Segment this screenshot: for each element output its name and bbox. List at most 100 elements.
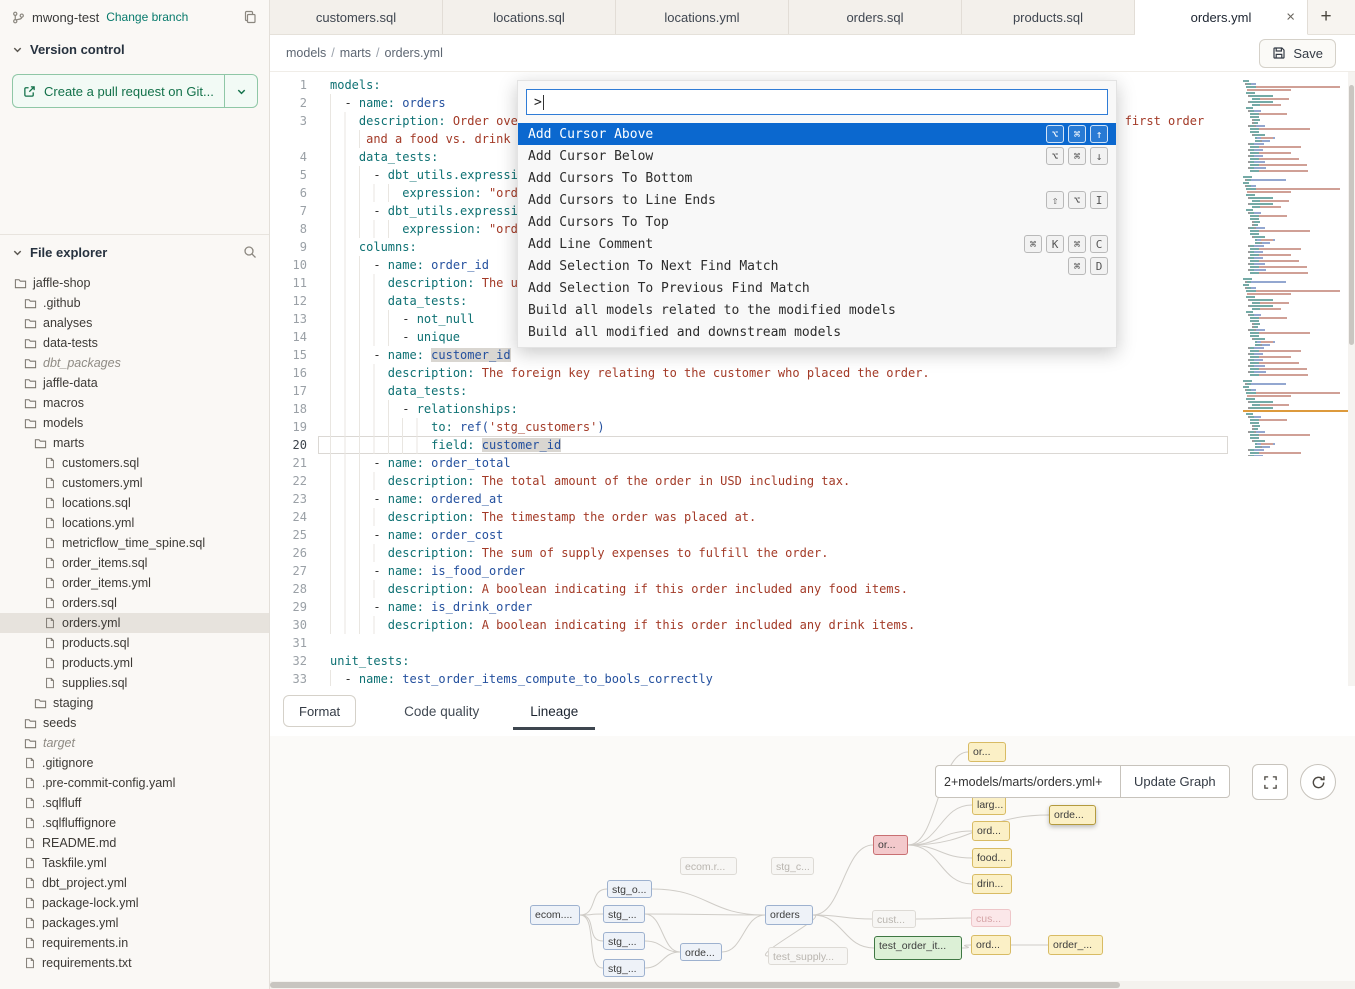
tree-folder-jaffle-data[interactable]: jaffle-data: [0, 373, 269, 393]
lineage-node[interactable]: stg_c...: [771, 857, 814, 875]
tab-products.sql[interactable]: products.sql: [962, 0, 1135, 34]
palette-item[interactable]: Add Cursors To Bottom: [518, 167, 1116, 189]
save-button[interactable]: Save: [1259, 38, 1336, 68]
tree-file-order_items.yml[interactable]: order_items.yml: [0, 573, 269, 593]
tree-file-orders.sql[interactable]: orders.sql: [0, 593, 269, 613]
palette-item[interactable]: Add Cursors To Top: [518, 211, 1116, 233]
lineage-node[interactable]: cust...: [872, 910, 916, 928]
breadcrumb-marts[interactable]: marts: [339, 46, 372, 60]
lineage-search-input[interactable]: [935, 765, 1120, 798]
palette-item[interactable]: Add Cursor Above⌥⌘↑: [518, 123, 1116, 145]
lineage-node[interactable]: test_supply...: [768, 947, 848, 965]
lineage-node[interactable]: drin...: [972, 874, 1012, 894]
tree-file-customers.sql[interactable]: customers.sql: [0, 453, 269, 473]
palette-item[interactable]: Add Cursor Below⌥⌘↓: [518, 145, 1116, 167]
palette-item[interactable]: Add Cursors to Line Ends⇧⌥I: [518, 189, 1116, 211]
tree-folder-jaffle-shop[interactable]: jaffle-shop: [0, 273, 269, 293]
tree-file-locations.sql[interactable]: locations.sql: [0, 493, 269, 513]
lineage-node[interactable]: stg_...: [603, 959, 645, 977]
lineage-node[interactable]: ord...: [971, 935, 1011, 955]
panel-tab-code-quality[interactable]: Code quality: [404, 703, 480, 719]
code-line-29[interactable]: 29- name: is_drink_order: [270, 598, 1228, 616]
code-line-10[interactable]: 10- name: order_id: [270, 256, 1228, 274]
change-branch-link[interactable]: Change branch: [106, 10, 189, 24]
tree-file-packages.yml[interactable]: packages.yml: [0, 913, 269, 933]
tree-file-requirements.in[interactable]: requirements.in: [0, 933, 269, 953]
lineage-node[interactable]: stg_...: [603, 905, 645, 923]
tree-folder-macros[interactable]: macros: [0, 393, 269, 413]
code-line-18[interactable]: 18- relationships:: [270, 400, 1228, 418]
palette-item[interactable]: Add Line Comment⌘K⌘C: [518, 233, 1116, 255]
palette-item[interactable]: Add Selection To Next Find Match⌘D: [518, 255, 1116, 277]
code-line-25[interactable]: 25- name: order_cost: [270, 526, 1228, 544]
code-line-33[interactable]: 33- name: test_order_items_compute_to_bo…: [270, 670, 1228, 686]
tree-folder-analyses[interactable]: analyses: [0, 313, 269, 333]
close-icon[interactable]: ×: [1286, 8, 1295, 26]
tree-folder-target[interactable]: target: [0, 733, 269, 753]
scrollbar-thumb[interactable]: [270, 982, 1120, 988]
new-tab-button[interactable]: +: [1320, 6, 1332, 27]
lineage-node[interactable]: orde...: [1049, 805, 1096, 825]
tree-file-products.sql[interactable]: products.sql: [0, 633, 269, 653]
create-pr-button[interactable]: Create a pull request on Git...: [12, 74, 224, 108]
tree-file-supplies.sql[interactable]: supplies.sql: [0, 673, 269, 693]
tree-file-metricflow_time_spine.sql[interactable]: metricflow_time_spine.sql: [0, 533, 269, 553]
search-icon[interactable]: [243, 245, 257, 259]
lineage-node[interactable]: or...: [873, 835, 908, 855]
tab-orders.yml[interactable]: orders.yml×: [1135, 0, 1308, 35]
version-control-header[interactable]: Version control: [0, 32, 269, 66]
lineage-node[interactable]: larg...: [972, 795, 1006, 815]
tree-folder-seeds[interactable]: seeds: [0, 713, 269, 733]
code-line-31[interactable]: 31: [270, 634, 1228, 652]
tree-file-order_items.sql[interactable]: order_items.sql: [0, 553, 269, 573]
lineage-node[interactable]: or...: [968, 742, 1006, 762]
tree-file-.sqlfluffignore[interactable]: .sqlfluffignore: [0, 813, 269, 833]
tree-file-locations.yml[interactable]: locations.yml: [0, 513, 269, 533]
code-line-13[interactable]: 13- not_null: [270, 310, 1228, 328]
tree-file-products.yml[interactable]: products.yml: [0, 653, 269, 673]
minimap[interactable]: [1243, 80, 1348, 456]
tree-file-.gitignore[interactable]: .gitignore: [0, 753, 269, 773]
code-line-23[interactable]: 23- name: ordered_at: [270, 490, 1228, 508]
tree-folder-models[interactable]: models: [0, 413, 269, 433]
tree-folder-marts[interactable]: marts: [0, 433, 269, 453]
tab-orders.sql[interactable]: orders.sql: [789, 0, 962, 34]
tree-file-package-lock.yml[interactable]: package-lock.yml: [0, 893, 269, 913]
tree-file-.pre-commit-config.yaml[interactable]: .pre-commit-config.yaml: [0, 773, 269, 793]
code-line-14[interactable]: 14- unique: [270, 328, 1228, 346]
scrollbar-thumb[interactable]: [1349, 85, 1354, 345]
tree-file-Taskfile.yml[interactable]: Taskfile.yml: [0, 853, 269, 873]
refresh-button[interactable]: [1300, 764, 1336, 800]
code-line-21[interactable]: 21- name: order_total: [270, 454, 1228, 472]
tree-folder-dbt_packages[interactable]: dbt_packages: [0, 353, 269, 373]
tree-file-dbt_project.yml[interactable]: dbt_project.yml: [0, 873, 269, 893]
editor-vertical-scrollbar[interactable]: [1348, 72, 1355, 686]
code-line-15[interactable]: 15- name: customer_id: [270, 346, 1228, 364]
horizontal-scrollbar[interactable]: [270, 981, 1355, 989]
lineage-node[interactable]: order_...: [1048, 935, 1103, 955]
tab-locations.yml[interactable]: locations.yml: [616, 0, 789, 34]
tree-file-customers.yml[interactable]: customers.yml: [0, 473, 269, 493]
tab-locations.sql[interactable]: locations.sql: [443, 0, 616, 34]
tree-folder-staging[interactable]: staging: [0, 693, 269, 713]
panel-tab-lineage[interactable]: Lineage: [513, 686, 596, 736]
lineage-node[interactable]: ecom.r...: [680, 857, 737, 875]
lineage-node[interactable]: stg_o...: [607, 880, 652, 898]
lineage-node[interactable]: orde...: [680, 943, 722, 961]
tree-file-requirements.txt[interactable]: requirements.txt: [0, 953, 269, 973]
breadcrumb-models[interactable]: models: [286, 46, 327, 60]
pr-dropdown-button[interactable]: [224, 74, 258, 108]
